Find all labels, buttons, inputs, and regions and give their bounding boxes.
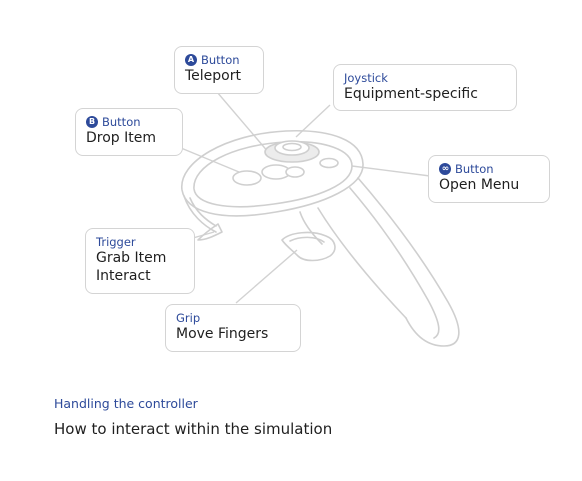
callout-meta-button-tag: ∞ Button: [439, 162, 539, 176]
callout-b-button-label: Drop Item: [86, 130, 156, 146]
callout-grip-tag: Grip: [176, 311, 290, 325]
callout-trigger-line1: Grab Item: [96, 250, 167, 266]
leader-line-a-button: [216, 91, 276, 161]
b-button-shape: [232, 170, 262, 186]
callout-trigger-type: Trigger: [96, 235, 136, 249]
joystick-lower-button-shape: [285, 166, 305, 178]
callout-meta-button: ∞ Button Open Menu: [428, 155, 550, 203]
leader-line-meta-button: [351, 165, 431, 177]
joystick-cap: [274, 140, 310, 156]
callout-b-button-tag: B Button: [86, 115, 172, 129]
callout-grip-label: Move Fingers: [176, 326, 269, 342]
callout-b-button-type: Button: [102, 115, 141, 129]
callout-joystick-tag: Joystick: [344, 71, 506, 85]
controller-face-inner: [193, 140, 353, 208]
trigger-shape: [197, 223, 223, 241]
callout-meta-button-type: Button: [455, 162, 494, 176]
leader-line-grip: [235, 249, 298, 304]
caption-title: How to interact within the simulation: [54, 420, 333, 438]
handle-left-edge: [317, 207, 407, 319]
callout-joystick-label: Equipment-specific: [344, 86, 478, 102]
leader-line-b-button: [180, 147, 240, 173]
callout-meta-button-label: Open Menu: [439, 177, 520, 193]
meta-logo-icon: ∞: [439, 163, 451, 175]
a-button-badge-icon: A: [185, 54, 197, 66]
callout-joystick-type: Joystick: [344, 71, 388, 85]
callout-joystick: Joystick Equipment-specific: [333, 64, 517, 111]
callout-a-button-tag: A Button: [185, 53, 253, 67]
callout-a-button-type: Button: [201, 53, 240, 67]
b-button-badge-icon: B: [86, 116, 98, 128]
callout-a-button: A Button Teleport: [174, 46, 264, 94]
meta-button-shape: [319, 157, 339, 169]
grip-shape: [281, 231, 336, 262]
callout-trigger-line2: Interact: [96, 268, 151, 284]
caption-subtitle: Handling the controller: [54, 396, 198, 411]
handle-right-edge: [357, 177, 460, 347]
callout-b-button: B Button Drop Item: [75, 108, 183, 156]
leader-line-joystick: [295, 104, 331, 138]
callout-grip: Grip Move Fingers: [165, 304, 301, 352]
callout-a-button-label: Teleport: [185, 68, 241, 84]
controller-face-outer: [181, 129, 364, 217]
callout-grip-type: Grip: [176, 311, 201, 325]
callout-trigger-tag: Trigger: [96, 235, 184, 249]
callout-trigger: Trigger Grab Item Interact: [85, 228, 195, 294]
